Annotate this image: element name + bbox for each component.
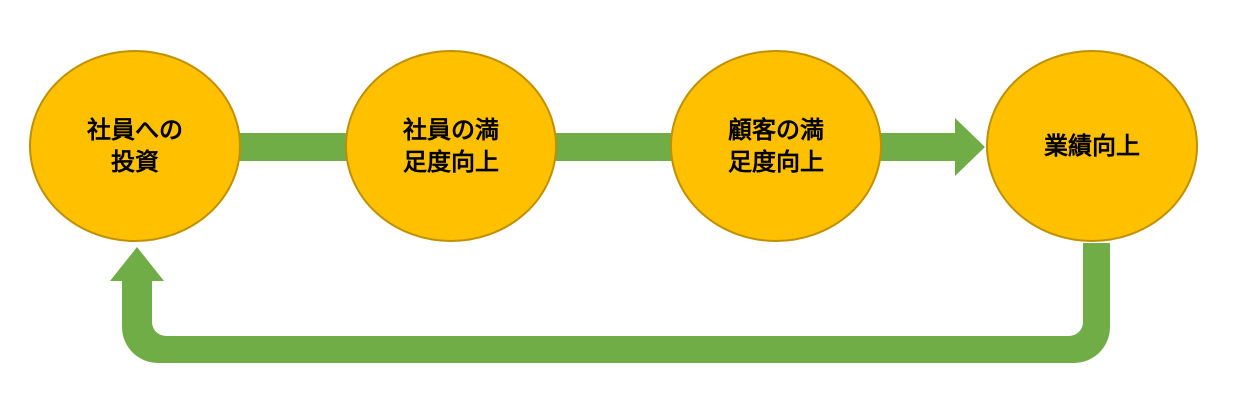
node-investment-line2: 投資: [111, 148, 159, 176]
node-employee-satisfaction-line1: 社員の満: [403, 116, 499, 144]
node-investment-line1: 社員への: [87, 116, 183, 144]
node-investment: 社員への 投資: [29, 50, 241, 242]
node-employee-satisfaction-line2: 足度向上: [403, 148, 499, 176]
feedback-loop-arrow: [110, 243, 1110, 363]
node-performance-line1: 業績向上: [1044, 132, 1140, 160]
connector-2-3: [550, 133, 680, 161]
node-customer-satisfaction-line2: 足度向上: [728, 148, 824, 176]
node-customer-satisfaction-line1: 顧客の満: [728, 116, 824, 144]
node-customer-satisfaction: 顧客の満 足度向上: [670, 50, 882, 242]
arrow-3-to-4: [872, 118, 985, 176]
node-employee-satisfaction: 社員の満 足度向上: [345, 50, 557, 242]
connector-1-2: [230, 133, 355, 161]
node-performance: 業績向上: [986, 50, 1198, 242]
